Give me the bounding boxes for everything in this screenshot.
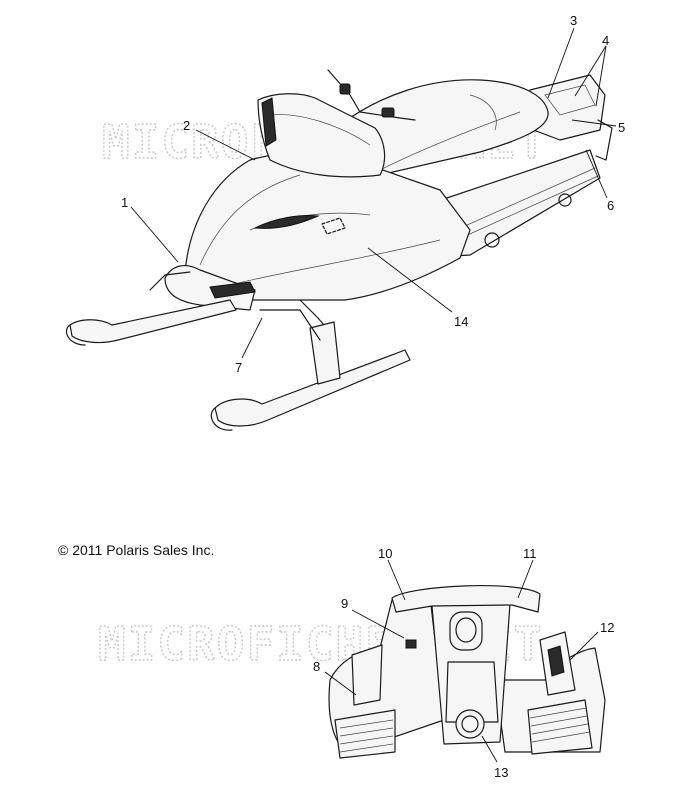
- callout-12: 12: [600, 620, 614, 635]
- callout-6: 6: [607, 198, 614, 213]
- callouts: 1 2 3 4 5 6 7 14 8 9 10 11 12 13: [121, 13, 625, 780]
- callout-14: 14: [454, 314, 468, 329]
- callout-11: 11: [523, 546, 537, 561]
- snowmobile-illustration: [65, 69, 613, 431]
- copyright-notice: © 2011 Polaris Sales Inc.: [58, 542, 215, 558]
- console-illustration: [328, 585, 606, 759]
- callout-3: 3: [570, 13, 577, 28]
- callout-1: 1: [121, 195, 128, 210]
- callout-9: 9: [341, 596, 348, 611]
- callout-10: 10: [378, 546, 392, 561]
- callout-8: 8: [313, 659, 320, 674]
- callout-13: 13: [494, 765, 508, 780]
- callout-7: 7: [235, 360, 242, 375]
- callout-5: 5: [618, 120, 625, 135]
- callout-2: 2: [183, 118, 190, 133]
- callout-4: 4: [602, 33, 609, 48]
